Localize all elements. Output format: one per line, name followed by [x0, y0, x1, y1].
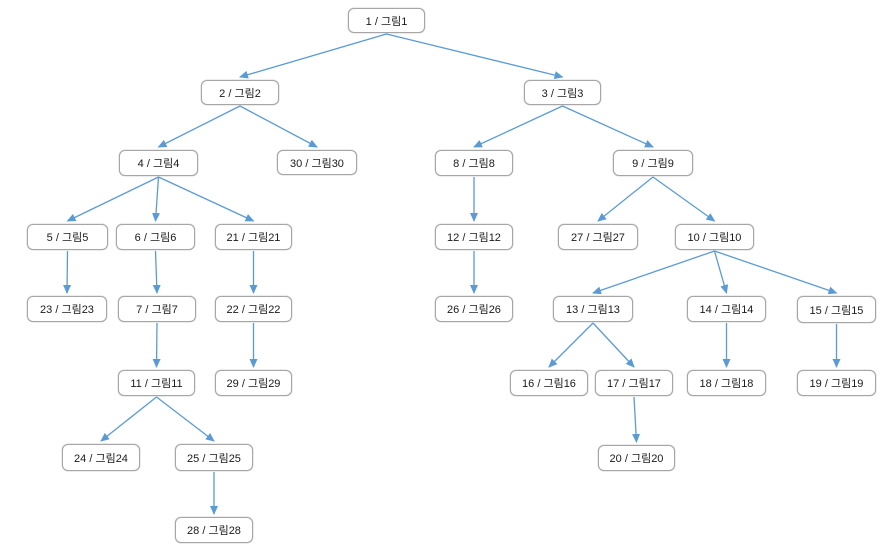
tree-node-13: 13 / 그림13 [553, 296, 633, 322]
tree-node-2: 2 / 그림2 [201, 80, 279, 105]
tree-node-18: 18 / 그림18 [687, 370, 766, 396]
tree-node-26: 26 / 그림26 [435, 296, 513, 322]
tree-edge-3-8 [473, 105, 563, 148]
tree-node-19: 19 / 그림19 [797, 370, 876, 396]
tree-node-15: 15 / 그림15 [797, 296, 876, 323]
tree-edge-4-5 [66, 176, 159, 222]
tree-node-30: 30 / 그림30 [277, 150, 357, 175]
tree-node-8: 8 / 그림8 [435, 150, 513, 176]
tree-node-28: 28 / 그림28 [175, 517, 253, 543]
tree-node-20: 20 / 그림20 [598, 445, 675, 471]
tree-node-23: 23 / 그림23 [27, 296, 107, 322]
tree-edge-2-4 [157, 105, 241, 148]
tree-edge-3-9 [562, 105, 654, 148]
tree-edge-10-13 [592, 250, 715, 295]
tree-edge-7-11 [152, 322, 161, 368]
tree-node-4: 4 / 그림4 [119, 150, 198, 176]
tree-edge-4-6 [152, 176, 161, 222]
tree-edge-17-20 [632, 396, 641, 443]
tree-node-7: 7 / 그림7 [118, 296, 196, 322]
tree-node-6: 6 / 그림6 [116, 224, 195, 250]
tree-node-25: 25 / 그림25 [175, 444, 253, 471]
tree-edge-1-3 [386, 33, 564, 79]
tree-edge-10-15 [714, 250, 838, 295]
tree-node-27: 27 / 그림27 [558, 224, 638, 250]
tree-node-9: 9 / 그림9 [613, 150, 693, 176]
tree-edge-9-10 [652, 176, 716, 222]
tree-node-10: 10 / 그림10 [675, 224, 754, 250]
tree-edge-11-25 [156, 396, 215, 442]
tree-node-12: 12 / 그림12 [435, 224, 513, 250]
tree-node-5: 5 / 그림5 [27, 224, 108, 250]
tree-node-3: 3 / 그림3 [524, 80, 601, 105]
tree-edge-4-21 [158, 176, 255, 222]
tree-edge-6-7 [152, 250, 161, 294]
tree-edge-5-23 [63, 250, 72, 294]
tree-node-16: 16 / 그림16 [510, 370, 588, 396]
tree-node-22: 22 / 그림22 [215, 296, 292, 322]
tree-edge-2-30 [239, 105, 318, 148]
tree-node-14: 14 / 그림14 [687, 296, 766, 322]
tree-edge-13-16 [548, 322, 594, 368]
tree-node-24: 24 / 그림24 [62, 444, 140, 471]
tree-edge-1-2 [239, 33, 387, 79]
tree-edge-10-14 [713, 250, 729, 294]
tree-node-17: 17 / 그림17 [595, 370, 673, 396]
tree-node-11: 11 / 그림11 [118, 370, 195, 396]
tree-edge-13-17 [592, 322, 635, 368]
tree-node-29: 29 / 그림29 [215, 370, 292, 396]
tree-edge-11-24 [100, 396, 157, 442]
tree-edge-9-27 [597, 176, 654, 222]
tree-node-21: 21 / 그림21 [215, 224, 292, 250]
tree-node-1: 1 / 그림1 [348, 8, 425, 33]
